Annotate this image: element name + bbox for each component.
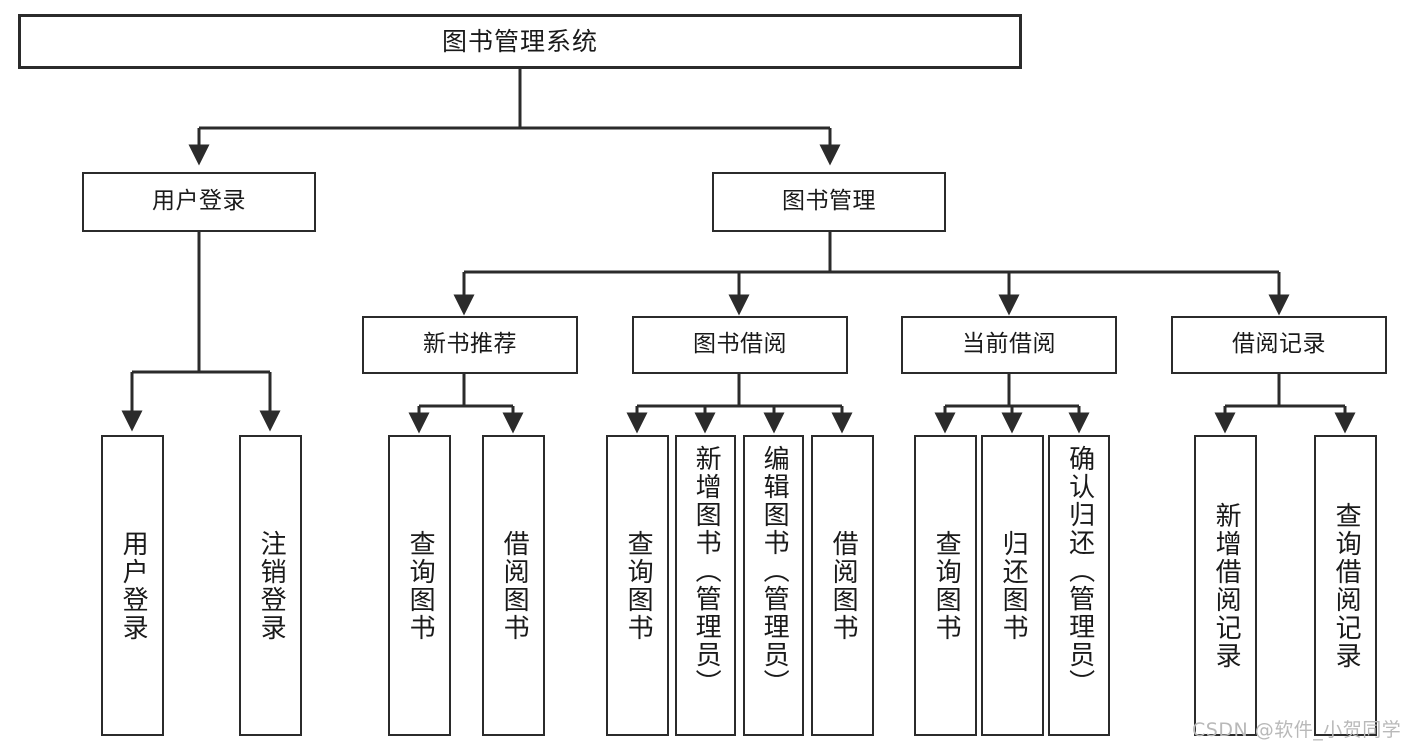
leaf-borrow-record-add[interactable]: 新增借阅记录 — [1194, 435, 1257, 736]
node-label: 归还图书 — [998, 529, 1029, 642]
node-label: 编辑图书（管理员） — [759, 445, 790, 697]
node-user-login[interactable]: 用户登录 — [82, 172, 316, 232]
node-label: 查询图书 — [931, 529, 962, 642]
node-label: 用户登录 — [118, 529, 149, 642]
node-label: 借阅记录 — [1232, 331, 1326, 358]
leaf-user-login-signin[interactable]: 用户登录 — [101, 435, 164, 736]
leaf-book-borrow-query[interactable]: 查询图书 — [606, 435, 669, 736]
node-label: 查询借阅记录 — [1331, 501, 1362, 670]
node-label: 注销登录 — [256, 529, 287, 642]
node-label: 借阅图书 — [828, 529, 859, 642]
node-label: 新增图书（管理员） — [691, 445, 722, 697]
node-root-system[interactable]: 图书管理系统 — [18, 14, 1022, 69]
node-current-borrow[interactable]: 当前借阅 — [901, 316, 1117, 374]
node-label: 图书管理 — [782, 188, 876, 215]
node-book-borrow[interactable]: 图书借阅 — [632, 316, 848, 374]
node-label: 借阅图书 — [499, 529, 530, 642]
node-label: 当前借阅 — [962, 331, 1056, 358]
node-label: 用户登录 — [152, 188, 246, 215]
node-book-management[interactable]: 图书管理 — [712, 172, 946, 232]
leaf-current-borrow-confirm-return[interactable]: 确认归还（管理员） — [1048, 435, 1110, 736]
leaf-current-borrow-return[interactable]: 归还图书 — [981, 435, 1044, 736]
leaf-user-login-signout[interactable]: 注销登录 — [239, 435, 302, 736]
node-label: 查询图书 — [405, 529, 436, 642]
node-new-book-recommend[interactable]: 新书推荐 — [362, 316, 578, 374]
leaf-book-borrow-edit[interactable]: 编辑图书（管理员） — [743, 435, 804, 736]
leaf-current-borrow-query[interactable]: 查询图书 — [914, 435, 977, 736]
node-label: 图书管理系统 — [441, 26, 598, 56]
node-label: 新增借阅记录 — [1211, 501, 1242, 670]
leaf-book-borrow-borrow[interactable]: 借阅图书 — [811, 435, 874, 736]
node-label: 图书借阅 — [693, 331, 787, 358]
leaf-book-borrow-add[interactable]: 新增图书（管理员） — [675, 435, 736, 736]
leaf-new-book-query[interactable]: 查询图书 — [388, 435, 451, 736]
node-label: 新书推荐 — [423, 331, 517, 358]
watermark: CSDN @软件_小贺同学 — [1192, 719, 1402, 741]
leaf-borrow-record-query[interactable]: 查询借阅记录 — [1314, 435, 1377, 736]
node-label: 确认归还（管理员） — [1064, 445, 1095, 697]
node-borrow-record[interactable]: 借阅记录 — [1171, 316, 1387, 374]
node-label: 查询图书 — [623, 529, 654, 642]
leaf-new-book-borrow[interactable]: 借阅图书 — [482, 435, 545, 736]
